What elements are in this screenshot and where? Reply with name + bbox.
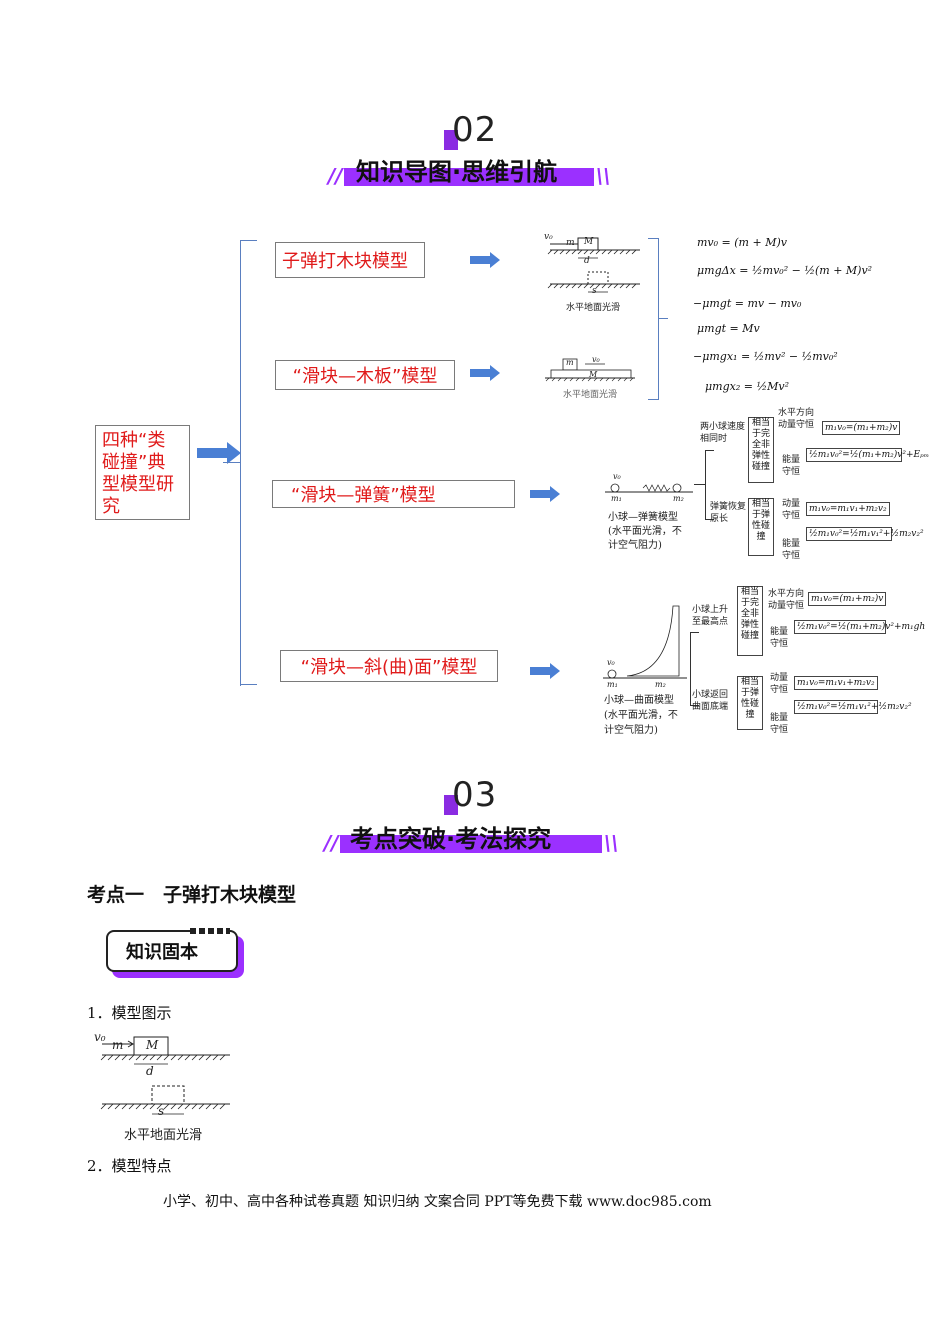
arrow-spring	[530, 486, 560, 502]
spring-case1: 两小球速度相同时	[700, 422, 746, 444]
model-box-bullet: 子弹打木块模型	[275, 242, 425, 278]
spring-f4: ½m₁v₀²=½m₁v₁²+½m₂v₂²	[806, 527, 924, 541]
curve-energy-label-2: 能量守恒	[770, 713, 789, 735]
arrow-curve	[530, 663, 560, 679]
formula-2: μmgΔx = ½mv₀² − ½(m + M)v²	[697, 264, 873, 277]
spring-caption-3: 计空气阻力)	[608, 540, 662, 551]
curve-mom-label-2: 动量守恒	[770, 673, 789, 695]
main-brace	[223, 240, 257, 686]
spring-figure: v₀ m₁ m₂	[605, 472, 693, 503]
number-bar	[444, 795, 458, 815]
model-box-spring: “滑块—弹簧”模型	[272, 480, 515, 508]
curve-brace	[690, 632, 699, 706]
curve-f4: ½m₁v₀²=½m₁v₁²+½m₂v₂²	[794, 700, 912, 714]
mindmap-root: 四种“类碰撞”典型模型研究	[95, 425, 190, 520]
curve-case2: 小球返回曲面底端	[692, 690, 729, 712]
item-1: 1．模型图示	[87, 1004, 172, 1022]
spring-caption-1: 小球—弹簧模型	[608, 512, 678, 523]
spring-energy-label-2: 能量守恒	[782, 539, 801, 561]
section-title: 知识导图·思维引航	[356, 158, 558, 186]
topic-heading: 考点一 子弹打木块模型	[87, 884, 297, 906]
formula-4: μmgt = Mv	[697, 322, 760, 335]
formula-brace-tick	[658, 318, 668, 319]
slash-left: //	[328, 164, 343, 188]
number-bar	[444, 130, 458, 150]
formula-1: mv₀ = (m + M)v	[697, 236, 787, 249]
formula-brace	[648, 238, 659, 400]
spring-f3: m₁v₀=m₁v₁+m₂v₂	[806, 502, 890, 516]
section-number: 03	[452, 775, 498, 815]
knowledge-badge: 知识固本	[106, 928, 246, 980]
spring-f1: m₁v₀=(m₁+m₂)v	[822, 421, 901, 435]
curve-caption-3: 计空气阻力)	[604, 725, 658, 736]
curve-case1: 小球上升至最高点	[692, 605, 729, 627]
curve-type2: 相当于弹性碰撞	[737, 676, 763, 730]
slash-left: //	[324, 831, 339, 855]
slash-right: \\	[596, 164, 611, 188]
footer: 小学、初中、高中各种试卷真题 知识归纳 文案合同 PPT等免费下载 www.do…	[163, 1194, 712, 1210]
spring-brace	[705, 450, 714, 520]
root-arrow	[197, 442, 241, 464]
curve-f2: ½m₁v₀²=½(m₁+m₂)v²+m₁gh	[794, 620, 925, 634]
section-03-header: 03 // \\ 考点突破·考法探究	[320, 775, 620, 855]
arrow-board	[470, 365, 500, 381]
spring-f2: ½m₁v₀²=½(m₁+m₂)v²+Eₚₘ	[806, 448, 929, 462]
title-banner	[344, 168, 594, 186]
curve-energy-label-1: 能量守恒	[770, 627, 789, 649]
formula-5: −μmgx₁ = ½mv² − ½mv₀²	[693, 350, 838, 363]
model-box-board: “滑块—木板”模型	[275, 360, 455, 390]
arrow-bullet	[470, 252, 500, 268]
board-figure-small: m v₀ M 水平地面光滑	[545, 355, 635, 400]
title-banner	[340, 835, 602, 853]
section-02-header: 02 // \\ 知识导图·思维引航	[320, 110, 620, 190]
spring-case2: 弹簧恢复原长	[710, 502, 747, 524]
spring-caption-2: (水平面光滑，不	[608, 526, 682, 537]
spring-type2: 相当于弹性碰撞	[748, 498, 774, 556]
spring-energy-label-1: 能量守恒	[782, 455, 801, 477]
curve-f3: m₁v₀=m₁v₁+m₂v₂	[794, 676, 878, 690]
curve-figure: v₀ m₁ m₂	[603, 598, 688, 690]
model-box-curve: “滑块—斜(曲)面”模型	[280, 650, 498, 682]
spring-mom-label: 水平方向动量守恒	[778, 408, 815, 430]
curve-caption-2: (水平面光滑，不	[604, 710, 678, 721]
curve-caption-1: 小球—曲面模型	[604, 695, 674, 706]
curve-f1: m₁v₀=(m₁+m₂)v	[808, 592, 887, 606]
slash-right: \\	[604, 831, 619, 855]
section-title: 考点突破·考法探究	[350, 825, 552, 853]
item-2: 2．模型特点	[87, 1157, 172, 1175]
curve-mom-label: 水平方向动量守恒	[768, 589, 805, 611]
curve-type1: 相当于完全非弹性碰撞	[737, 586, 763, 656]
spring-type1: 相当于完全非弹性碰撞	[748, 417, 774, 483]
formula-6: μmgx₂ = ½Mv²	[705, 380, 789, 393]
bullet-figure-large: v₀ m M d s 水平地面光滑	[90, 1028, 240, 1146]
formula-3: −μmgt = mv − mv₀	[693, 297, 802, 310]
section-number: 02	[452, 110, 498, 150]
bullet-figure-small: v₀ m M d s 水平地面光滑	[540, 232, 650, 314]
spring-mom-label-2: 动量守恒	[782, 499, 801, 521]
